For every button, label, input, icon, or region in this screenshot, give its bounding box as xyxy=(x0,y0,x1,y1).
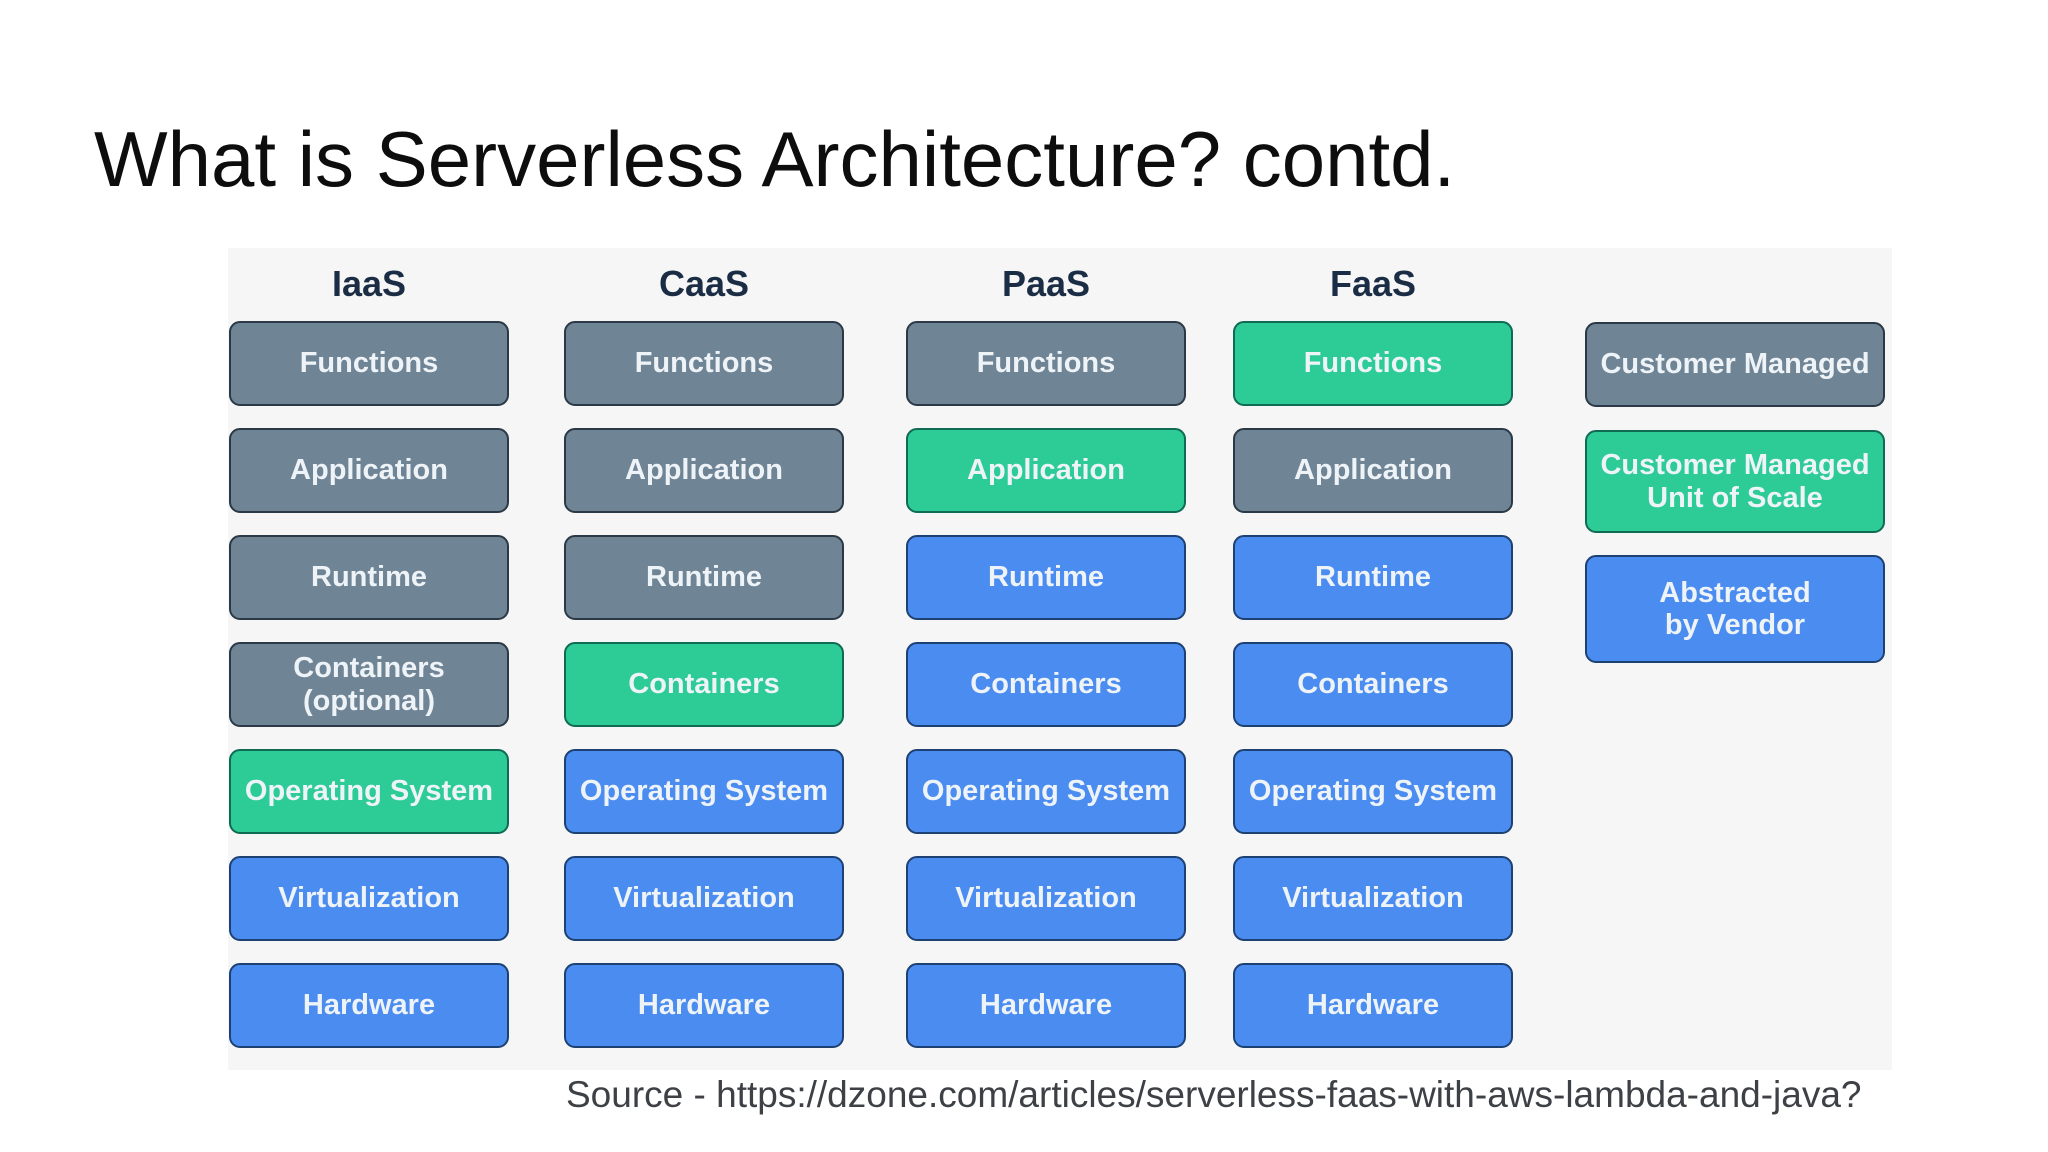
column-header-paas: PaaS xyxy=(1001,263,1091,304)
box-caas-containers: Containers xyxy=(564,642,844,727)
box-faas-operating-system: Operating System xyxy=(1233,749,1513,834)
box-faas-containers: Containers xyxy=(1233,642,1513,727)
box-caas-virtualization: Virtualization xyxy=(564,856,844,941)
box-paas-virtualization: Virtualization xyxy=(906,856,1186,941)
box-paas-application: Application xyxy=(906,428,1186,513)
column-header-iaas: IaaS xyxy=(331,263,407,304)
box-caas-application: Application xyxy=(564,428,844,513)
box-iaas-operating-system: Operating System xyxy=(229,749,509,834)
box-caas-operating-system: Operating System xyxy=(564,749,844,834)
column-header-caas: CaaS xyxy=(658,263,750,304)
column-caas: CaaS Functions Application Runtime Conta… xyxy=(564,255,844,1070)
column-faas: FaaS Functions Application Runtime Conta… xyxy=(1233,255,1513,1070)
column-iaas: IaaS Functions Application Runtime Conta… xyxy=(229,255,509,1070)
box-iaas-runtime: Runtime xyxy=(229,535,509,620)
box-iaas-containers: Containers (optional) xyxy=(229,642,509,727)
box-iaas-virtualization: Virtualization xyxy=(229,856,509,941)
column-header-faas: FaaS xyxy=(1329,263,1417,304)
legend-customer-managed-unit-of-scale: Customer Managed Unit of Scale xyxy=(1585,430,1885,533)
box-faas-functions: Functions xyxy=(1233,321,1513,406)
box-faas-hardware: Hardware xyxy=(1233,963,1513,1048)
legend: Customer Managed Customer Managed Unit o… xyxy=(1585,322,1885,686)
box-paas-functions: Functions xyxy=(906,321,1186,406)
box-caas-functions: Functions xyxy=(564,321,844,406)
box-caas-hardware: Hardware xyxy=(564,963,844,1048)
box-paas-runtime: Runtime xyxy=(906,535,1186,620)
box-faas-runtime: Runtime xyxy=(1233,535,1513,620)
legend-customer-managed: Customer Managed xyxy=(1585,322,1885,407)
box-iaas-hardware: Hardware xyxy=(229,963,509,1048)
legend-abstracted-by-vendor: Abstracted by Vendor xyxy=(1585,555,1885,663)
box-iaas-functions: Functions xyxy=(229,321,509,406)
source-caption: Source - https://dzone.com/articles/serv… xyxy=(566,1074,1862,1115)
box-paas-hardware: Hardware xyxy=(906,963,1186,1048)
box-caas-runtime: Runtime xyxy=(564,535,844,620)
box-faas-application: Application xyxy=(1233,428,1513,513)
box-iaas-application: Application xyxy=(229,428,509,513)
architecture-diagram: IaaS Functions Application Runtime Conta… xyxy=(228,248,1892,1070)
slide-title: What is Serverless Architecture? contd. xyxy=(94,115,1456,203)
column-paas: PaaS Functions Application Runtime Conta… xyxy=(906,255,1186,1070)
box-paas-containers: Containers xyxy=(906,642,1186,727)
box-paas-operating-system: Operating System xyxy=(906,749,1186,834)
box-faas-virtualization: Virtualization xyxy=(1233,856,1513,941)
